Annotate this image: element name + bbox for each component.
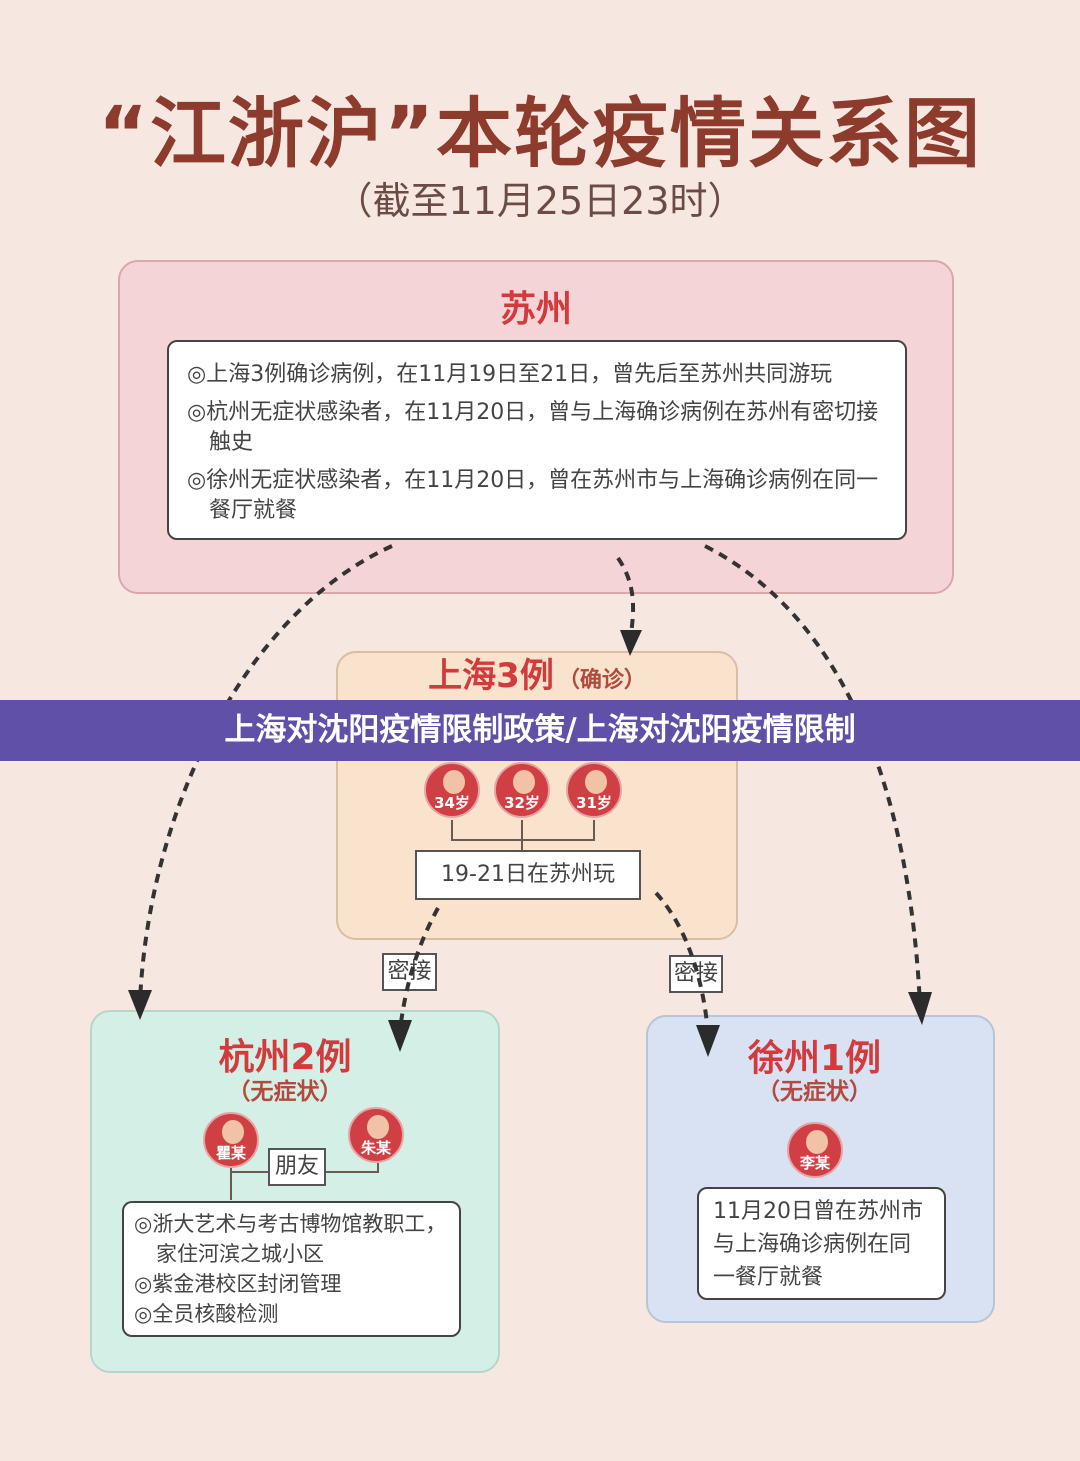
avatar-case-34: 34岁 (424, 762, 480, 818)
hangzhou-item: ◎全员核酸检测 (134, 1302, 279, 1326)
arrowhead (128, 990, 152, 1020)
hangzhou-item: ◎紫金港校区封闭管理 (134, 1272, 342, 1296)
suzhou-region: 苏州 ◎上海3例确诊病例，在11月19日至21日，曾先后至苏州共同游玩 ◎杭州无… (118, 260, 954, 594)
arrow-suzhou-to-xuzhou (704, 544, 922, 1006)
bracket-line (230, 1163, 379, 1200)
xuzhou-title: 徐州1例 (747, 1038, 882, 1079)
suzhou-item: ◎徐州无症状感染者，在11月20日，曾在苏州市与上海确诊病例在同一餐厅就餐 (187, 468, 879, 523)
hangzhou-details: ◎浙大艺术与考古博物馆教职工，家住河滨之城小区 ◎紫金港校区封闭管理 ◎全员核酸… (122, 1201, 461, 1337)
suzhou-item: ◎上海3例确诊病例，在11月19日至21日，曾先后至苏州共同游玩 (187, 362, 833, 387)
xuzhou-note: 11月20日曾在苏州市与上海确诊病例在同一餐厅就餐 (713, 1199, 923, 1290)
close-contact-label: 密接 (669, 955, 723, 993)
shanghai-note: 19-21日在苏州玩 (415, 850, 641, 900)
shanghai-title: 上海3例 (428, 656, 554, 696)
suzhou-title: 苏州 (499, 289, 572, 330)
arrowhead (908, 992, 932, 1025)
hangzhou-item: ◎浙大艺术与考古博物馆教职工，家住河滨之城小区 (134, 1212, 447, 1266)
hangzhou-subtitle: （无症状） (227, 1079, 343, 1105)
xuzhou-subtitle: （无症状） (757, 1079, 872, 1105)
arrow-shanghai-to-xuzhou (654, 891, 710, 1036)
avatar-case-31: 31岁 (566, 762, 622, 818)
avatar-case-32: 32岁 (494, 762, 550, 818)
arrowhead (620, 630, 642, 656)
arrow-suzhou-to-hangzhou (138, 544, 393, 1001)
shanghai-heading: 上海3例 （确诊） (338, 656, 736, 696)
arrowhead (696, 1025, 720, 1057)
shanghai-subtitle: （确诊） (557, 668, 646, 693)
suzhou-details: ◎上海3例确诊病例，在11月19日至21日，曾先后至苏州共同游玩 ◎杭州无症状感… (167, 340, 907, 540)
headline-banner: 上海对沈阳疫情限制政策/上海对沈阳疫情限制 (0, 700, 1080, 761)
arrow-shanghai-to-hangzhou (398, 907, 440, 1031)
infographic-subtitle: （截至11月25日23时） (334, 179, 746, 223)
avatar-zhu: 朱某 (348, 1107, 404, 1163)
hangzhou-title: 杭州2例 (218, 1037, 352, 1078)
avatar-li: 李某 (787, 1122, 843, 1178)
suzhou-item: ◎杭州无症状感染者，在11月20日，曾与上海确诊病例在苏州有密切接触史 (187, 400, 879, 455)
avatar-qu: 瞿某 (203, 1112, 259, 1168)
infographic-title: “江浙沪”本轮疫情关系图 (98, 89, 982, 178)
arrowhead (388, 1020, 412, 1052)
xuzhou-details: 11月20日曾在苏州市与上海确诊病例在同一餐厅就餐 (697, 1187, 946, 1300)
bracket-line (451, 820, 595, 850)
relation-label: 朋友 (268, 1148, 326, 1186)
